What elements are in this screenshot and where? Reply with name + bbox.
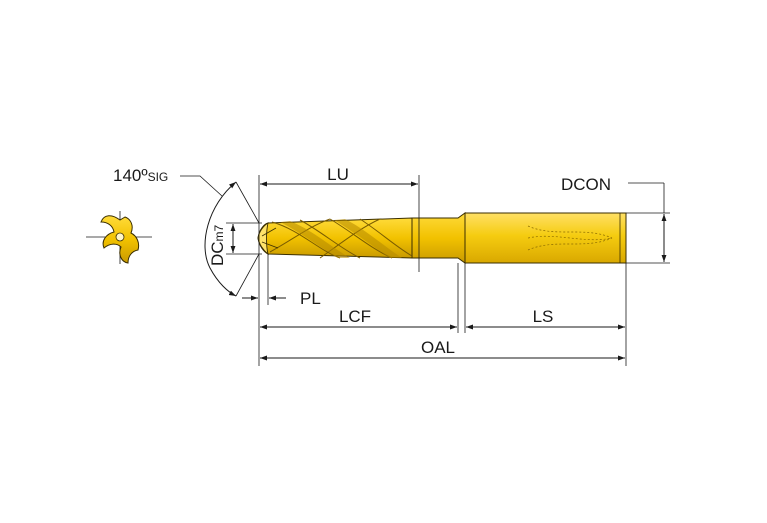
drill-end-view xyxy=(86,211,152,264)
oal-dimension: OAL xyxy=(260,338,625,361)
lu-dimension: LU xyxy=(260,165,418,187)
angle-suffix: SIG xyxy=(148,170,169,184)
angle-value: 140º xyxy=(113,166,148,185)
dc-main: DC xyxy=(208,241,227,266)
lcf-label: LCF xyxy=(339,307,371,326)
dcon-dimension: DCON xyxy=(561,175,667,262)
point-angle-dimension: 140ºSIG xyxy=(113,166,260,297)
ls-dimension: LS xyxy=(466,307,625,330)
lu-label: LU xyxy=(327,165,349,184)
flute-dark-bands xyxy=(280,219,402,258)
lcf-dimension: LCF xyxy=(260,307,457,330)
drill-body xyxy=(257,212,627,264)
dc-label: DCm7 xyxy=(208,224,227,266)
drill-neck xyxy=(411,212,466,264)
drill-tip xyxy=(257,222,269,256)
angle-label: 140ºSIG xyxy=(113,166,168,185)
pl-dimension: PL xyxy=(242,289,321,308)
oal-label: OAL xyxy=(421,338,455,357)
coolant-hole-paths xyxy=(527,225,613,251)
dc-dimension: DCm7 xyxy=(208,224,236,266)
dcon-label: DCON xyxy=(561,175,611,194)
pl-label: PL xyxy=(300,289,321,308)
dc-sub: m7 xyxy=(212,224,226,241)
ls-label: LS xyxy=(533,307,554,326)
drill-shank xyxy=(464,212,627,264)
